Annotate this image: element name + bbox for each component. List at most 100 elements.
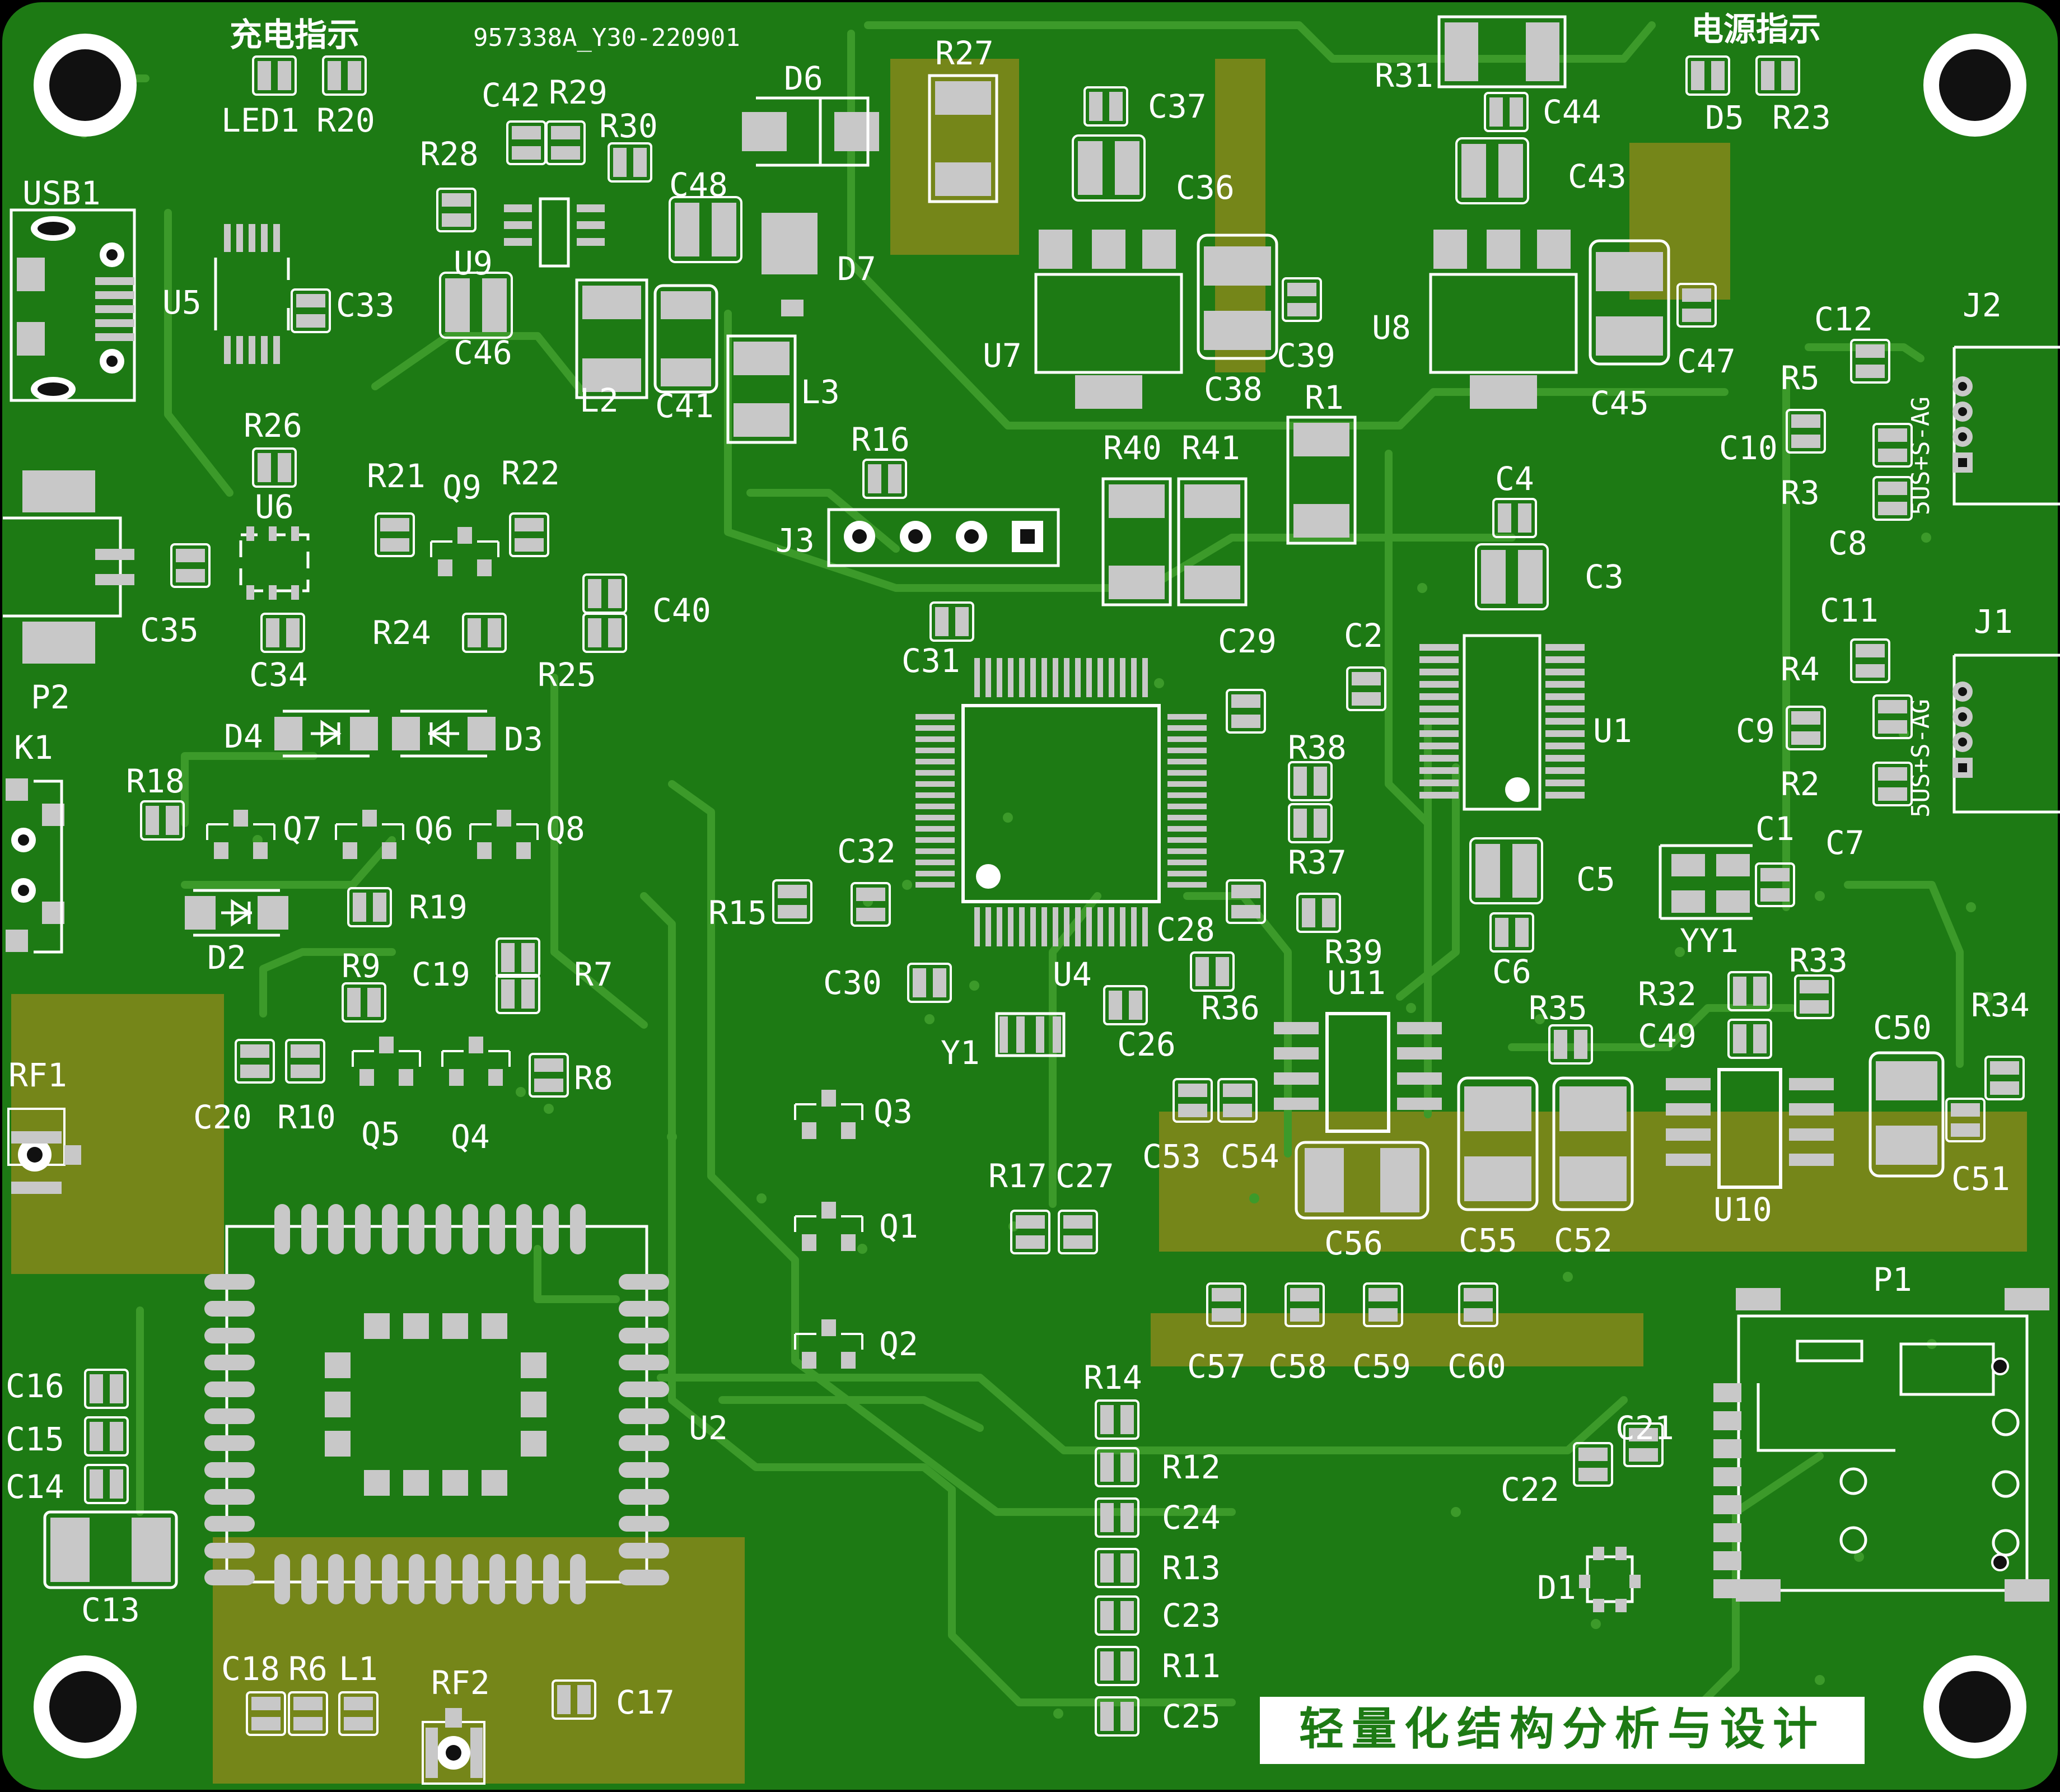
u2-pad: [355, 1204, 371, 1254]
designator-l2: L2: [580, 381, 619, 419]
u2-pad: [516, 1554, 532, 1604]
mcu-pin: [1019, 658, 1025, 697]
r40-footprint: [1101, 477, 1172, 606]
designator-c28: C28: [1156, 911, 1215, 949]
c45-footprint: [1589, 239, 1670, 366]
designator-c58: C58: [1268, 1347, 1327, 1385]
mcu-pin: [1167, 725, 1207, 731]
mcu-pin: [1167, 792, 1207, 798]
designator-r13: R13: [1162, 1549, 1221, 1587]
u8-footprint: [1429, 230, 1578, 409]
u2-pad: [204, 1435, 255, 1451]
mcu-pin: [1167, 815, 1207, 820]
designator-usb1: USB1: [22, 174, 101, 212]
designator-c12: C12: [1814, 300, 1873, 338]
u2-pad: [301, 1204, 317, 1254]
designator-c17: C17: [616, 1683, 675, 1721]
designator-r20: R20: [316, 101, 375, 139]
u2-pad: [463, 1204, 478, 1254]
mcu-pin: [1109, 658, 1114, 697]
designator-c14: C14: [6, 1468, 64, 1506]
designator-r27: R27: [935, 34, 994, 72]
designator-r19: R19: [409, 888, 468, 926]
mcu-pin: [1167, 837, 1207, 843]
designator-q8: Q8: [546, 810, 585, 848]
mcu-pin: [1120, 907, 1125, 946]
u2-pad: [204, 1489, 255, 1505]
j1-connector: [1952, 654, 2060, 814]
designator-c22: C22: [1501, 1471, 1559, 1509]
r1-footprint: [1286, 416, 1357, 545]
u2-pad: [619, 1301, 669, 1317]
designator-r5: R5: [1781, 359, 1820, 397]
u2-pad: [274, 1204, 290, 1254]
designator-c6: C6: [1492, 953, 1531, 991]
c52-footprint: [1552, 1076, 1634, 1211]
designator-q6: Q6: [414, 810, 454, 848]
designator-rf1: RF1: [8, 1056, 67, 1094]
designator-q2: Q2: [879, 1325, 918, 1363]
mcu-pin: [1120, 658, 1125, 697]
designator-l1: L1: [339, 1650, 378, 1688]
j1-connector-label: 5US+S-AG: [1907, 699, 1935, 818]
designator-u2: U2: [689, 1409, 728, 1447]
charge-indicator-label: 充电指示: [230, 16, 359, 54]
mcu-pin: [1086, 907, 1092, 946]
designator-r9: R9: [342, 947, 381, 985]
designator-r24: R24: [372, 614, 431, 652]
mcu-pin: [1064, 658, 1069, 697]
designator-r28: R28: [420, 135, 479, 173]
k1-switch: [6, 778, 64, 954]
designator-c38: C38: [1204, 370, 1263, 408]
u2-pad: [619, 1328, 669, 1343]
u2-pad: [436, 1204, 451, 1254]
designator-c37: C37: [1148, 87, 1207, 125]
designator-u1: U1: [1593, 712, 1632, 750]
u2-pad: [619, 1489, 669, 1505]
designator-c60: C60: [1447, 1347, 1506, 1385]
u9-footprint: [504, 197, 605, 268]
designator-d1: D1: [1537, 1569, 1576, 1607]
u2-pad: [516, 1204, 532, 1254]
designator-d3: D3: [504, 720, 543, 758]
designator-c20: C20: [193, 1098, 252, 1136]
designator-q3: Q3: [873, 1093, 913, 1131]
u2-pad: [328, 1204, 344, 1254]
designator-c4: C4: [1495, 460, 1534, 498]
mcu-pin: [1008, 658, 1013, 697]
u2-pad: [619, 1543, 669, 1558]
designator-d4: D4: [224, 717, 263, 755]
mcu-pin: [1075, 907, 1081, 946]
r31-footprint: [1437, 15, 1567, 88]
designator-r41: R41: [1181, 429, 1240, 467]
designator-c59: C59: [1352, 1347, 1411, 1385]
u2-pad: [204, 1274, 255, 1290]
u2-pad: [204, 1543, 255, 1558]
designator-c52: C52: [1554, 1221, 1613, 1259]
u7-footprint: [1034, 230, 1183, 409]
designator-c23: C23: [1162, 1597, 1221, 1635]
mcu-pin: [1167, 781, 1207, 787]
designator-c39: C39: [1277, 337, 1335, 375]
u11-footprint: [1274, 1012, 1442, 1133]
designator-q1: Q1: [879, 1207, 918, 1245]
l3-footprint: [726, 334, 797, 444]
designator-c48: C48: [669, 166, 728, 204]
u6-footprint: [239, 526, 310, 600]
designator-c53: C53: [1142, 1137, 1201, 1175]
designator-r37: R37: [1288, 843, 1347, 881]
y1-crystal: [995, 1012, 1066, 1057]
designator-j2: J2: [1963, 286, 2002, 324]
mcu-pin: [1109, 907, 1114, 946]
designator-c10: C10: [1719, 429, 1778, 467]
designator-yy1: YY1: [1680, 922, 1739, 960]
designator-c19: C19: [412, 955, 470, 993]
u2-pad: [619, 1570, 669, 1585]
designator-r35: R35: [1529, 989, 1587, 1027]
silkscreen-text: 957338A_Y30-220901 充电指示 电源指示 轻量化结构分析与设计 …: [6, 10, 2030, 1764]
mcu-pin: [974, 907, 980, 946]
u1-footprint: [1419, 634, 1585, 811]
designator-r17: R17: [988, 1157, 1047, 1195]
designator-j1: J1: [1974, 603, 2013, 641]
designator-r10: R10: [277, 1098, 336, 1136]
